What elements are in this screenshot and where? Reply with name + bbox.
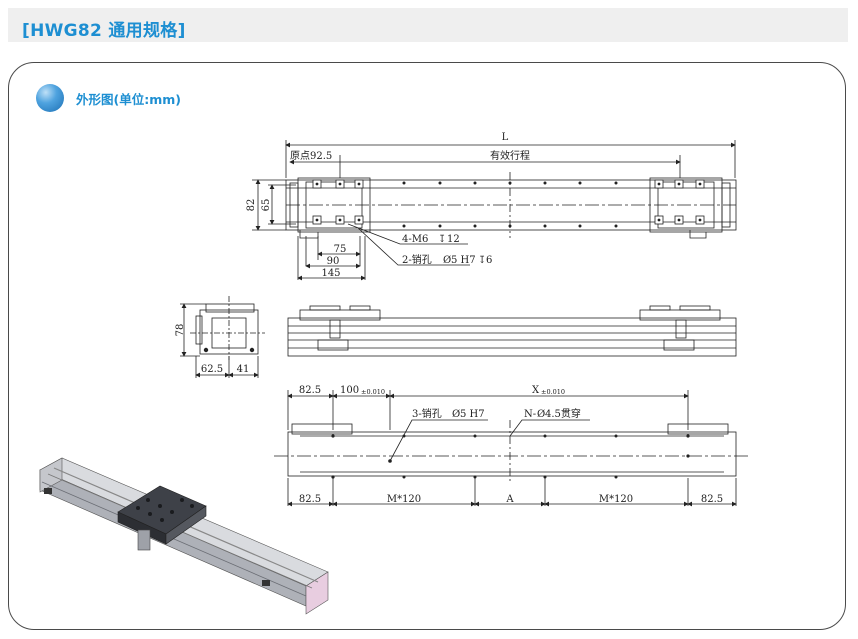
pin-label-spec: 5 H7 — [460, 409, 485, 420]
hole-label: N- — [524, 409, 536, 420]
dim-pin-spacing: 100 — [340, 385, 359, 396]
top-view-labels: L 原点92.5 有效行程 82 65 4-M6 ↧ 12 2-销孔 Ø 5 H… — [246, 132, 530, 279]
end-view — [180, 296, 265, 378]
dim-75: 75 — [334, 244, 347, 255]
pin-depth-symbol: ↧ — [478, 255, 486, 266]
pin-dia-symbol: Ø — [443, 255, 451, 266]
dim-end-width-b: 41 — [237, 364, 250, 375]
pin-label-dia-symbol: Ø — [452, 409, 460, 420]
dim-90: 90 — [327, 256, 340, 267]
module-3d-render — [39, 457, 329, 615]
screw-note: 4-M6 — [402, 234, 428, 245]
pin-note: 2-销孔 — [402, 253, 432, 266]
dim-a: A — [505, 494, 514, 505]
dim-m120-left: M*120 — [387, 494, 421, 505]
bottom-view — [274, 390, 748, 507]
top-view — [252, 140, 737, 281]
hole-label-spec: 4.5贯穿 — [545, 407, 581, 420]
end-view-labels: 78 62.5 41 — [175, 324, 249, 375]
dim-bottom-left-offset: 82.5 — [299, 385, 321, 396]
dim-stroke: 有效行程 — [490, 149, 530, 162]
dim-x-tol: ±0.010 — [541, 388, 565, 396]
pin-depth: 6 — [486, 255, 492, 266]
dim-m120-right: M*120 — [599, 494, 633, 505]
pin-spec: 5 H7 — [451, 255, 476, 266]
dim-overall-length: L — [502, 132, 509, 143]
dim-bottom-left: 82.5 — [299, 494, 321, 505]
spec-header-title: [HWG82 通用规格] — [22, 21, 186, 41]
dim-bottom-right: 82.5 — [701, 494, 723, 505]
section-title: 外形图(单位:mm) — [76, 92, 181, 107]
screw-depth: 12 — [447, 234, 460, 245]
screw-depth-symbol: ↧ — [438, 234, 446, 245]
dim-end-height: 78 — [175, 324, 186, 337]
dim-origin: 原点92.5 — [290, 150, 332, 162]
dim-pin-spacing-tol: ±0.010 — [361, 388, 385, 396]
dim-height-inner: 65 — [261, 199, 272, 212]
spec-header-bar: [HWG82 通用规格] — [8, 8, 848, 42]
side-view — [287, 305, 737, 357]
section-bullet-icon — [36, 84, 64, 112]
hole-label-dia-symbol: Ø — [537, 409, 545, 420]
bottom-view-labels: 82.5 100 ±0.010 X ±0.010 3-销孔 Ø 5 H7 N- … — [299, 385, 723, 505]
dim-end-width-a: 62.5 — [201, 364, 223, 375]
pin-label: 3-销孔 — [412, 407, 442, 420]
dim-x: X — [532, 385, 540, 396]
dim-145: 145 — [321, 268, 340, 279]
dim-height-outer: 82 — [246, 199, 257, 212]
